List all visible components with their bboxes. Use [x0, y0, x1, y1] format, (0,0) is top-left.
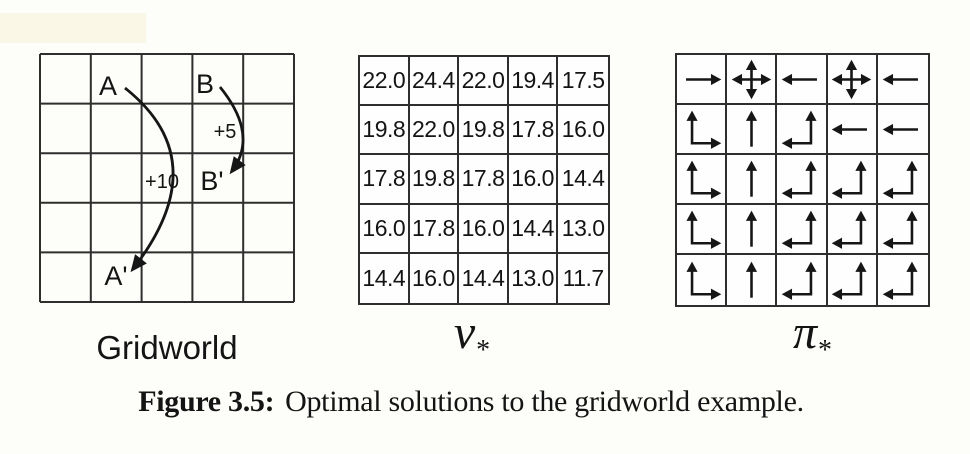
- policy-cell: [827, 155, 878, 205]
- value-symbol: v: [453, 306, 476, 359]
- policy-cell: [727, 105, 778, 155]
- policy-cell: [878, 255, 928, 305]
- value-cell: 19.8: [409, 155, 460, 205]
- arrow-up-left-icon: [831, 160, 867, 199]
- arrow-left-icon: [781, 73, 817, 85]
- policy-cell: [727, 255, 778, 305]
- arrow-up-icon: [745, 160, 757, 197]
- policy-cell: [677, 155, 728, 205]
- policy-cell: [777, 55, 828, 105]
- policy-cell: [877, 205, 928, 255]
- arrow-up-left-icon: [781, 160, 817, 199]
- arrow-up-icon: [745, 110, 757, 147]
- scan-artifact: [0, 13, 146, 43]
- arrow-right-icon: [685, 73, 721, 85]
- value-symbol-subscript: *: [476, 335, 491, 366]
- value-cell: 17.8: [508, 106, 559, 156]
- policy-cell: [677, 255, 728, 305]
- policy-grid: [675, 53, 930, 307]
- transition-arrow-b-to-b-prime: [218, 86, 246, 175]
- value-cell: 14.4: [459, 253, 509, 303]
- policy-cell: [877, 55, 928, 105]
- policy-cell: [877, 105, 928, 155]
- value-cell: 14.4: [360, 253, 410, 303]
- arrow-left-icon: [883, 123, 919, 135]
- arrow-up-right-icon: [686, 160, 721, 199]
- gridworld-label: Gridworld: [96, 329, 238, 366]
- figure-caption: Figure 3.5: Optimal solutions to the grid…: [0, 384, 956, 420]
- arrow-up-icon: [745, 210, 757, 247]
- policy-cell: [827, 105, 878, 155]
- policy-cell: [777, 205, 828, 255]
- policy-cell: [677, 55, 728, 105]
- arrow-all-icon: [731, 59, 772, 99]
- gridworld-grid-lines: [39, 53, 295, 303]
- value-cell: 19.4: [508, 57, 559, 107]
- value-cell: 17.8: [360, 155, 410, 205]
- policy-cell: [827, 55, 878, 105]
- arrow-up-right-icon: [686, 210, 721, 249]
- policy-cell: [677, 205, 728, 255]
- value-cell: 17.5: [558, 57, 608, 107]
- gridworld-diagram: A B B' A' +10 +5: [39, 53, 295, 303]
- policy-cell: [777, 255, 828, 305]
- value-cell: 16.0: [508, 155, 559, 205]
- arrow-up-left-icon: [883, 210, 918, 249]
- value-cell: 22.0: [409, 106, 460, 156]
- policy-cell: [727, 155, 778, 205]
- value-cell: 13.0: [509, 253, 559, 303]
- policy-symbol: π: [792, 306, 818, 359]
- value-cell: 19.8: [360, 106, 410, 156]
- arrow-up-left-icon: [831, 261, 867, 300]
- value-cell: 17.8: [409, 204, 460, 254]
- value-cell: 19.8: [459, 106, 509, 156]
- policy-symbol-subscript: *: [818, 335, 833, 366]
- value-cell: 16.0: [360, 204, 410, 254]
- arrow-up-left-icon: [781, 110, 817, 149]
- cell-label-a-prime: A': [104, 261, 127, 291]
- policy-cell: [777, 155, 828, 205]
- reward-label-plus10: +10: [145, 171, 179, 193]
- arrow-up-left-icon: [883, 261, 918, 300]
- value-cell: 14.4: [558, 155, 608, 205]
- policy-cell: [777, 105, 828, 155]
- value-cell: 13.0: [558, 205, 608, 254]
- arrow-up-right-icon: [686, 261, 721, 300]
- reward-label-plus5: +5: [214, 121, 237, 143]
- cell-label-b: B: [196, 69, 214, 99]
- policy-cell: [727, 55, 778, 105]
- arrow-up-right-icon: [686, 110, 721, 149]
- policy-cell: [877, 155, 928, 205]
- value-cell: 16.0: [410, 253, 460, 303]
- value-cell: 24.4: [409, 57, 460, 107]
- value-function-label: v*: [346, 309, 598, 365]
- value-cell: 16.0: [558, 106, 608, 156]
- value-cell: 11.7: [562, 264, 605, 291]
- transition-arrow-a-to-a-prime: [124, 86, 175, 273]
- policy-cell: [727, 205, 778, 255]
- value-cell: 17.8: [459, 155, 509, 205]
- arrow-up-left-icon: [831, 210, 867, 249]
- arrow-up-icon: [745, 261, 757, 298]
- cell-label-a: A: [99, 71, 117, 101]
- value-cell: 16.0: [459, 204, 509, 254]
- value-cell: 14.4: [508, 204, 559, 254]
- arrow-left-icon: [883, 73, 919, 85]
- caption-text: Optimal solutions to the gridworld examp…: [285, 385, 804, 418]
- arrow-up-left-icon: [781, 261, 817, 300]
- arrow-up-left-icon: [883, 160, 918, 199]
- policy-cell: [828, 255, 878, 305]
- arrow-up-left-icon: [781, 210, 817, 249]
- arrow-all-icon: [831, 59, 872, 99]
- policy-cell: [827, 205, 878, 255]
- caption-label: Figure 3.5:: [138, 385, 275, 418]
- value-cell: 22.0: [459, 57, 509, 107]
- policy-cell: [677, 105, 728, 155]
- arrow-left-icon: [831, 123, 868, 135]
- cell-label-b-prime: B': [200, 166, 223, 196]
- value-cell: 22.0: [360, 57, 410, 107]
- policy-label: π*: [685, 309, 940, 365]
